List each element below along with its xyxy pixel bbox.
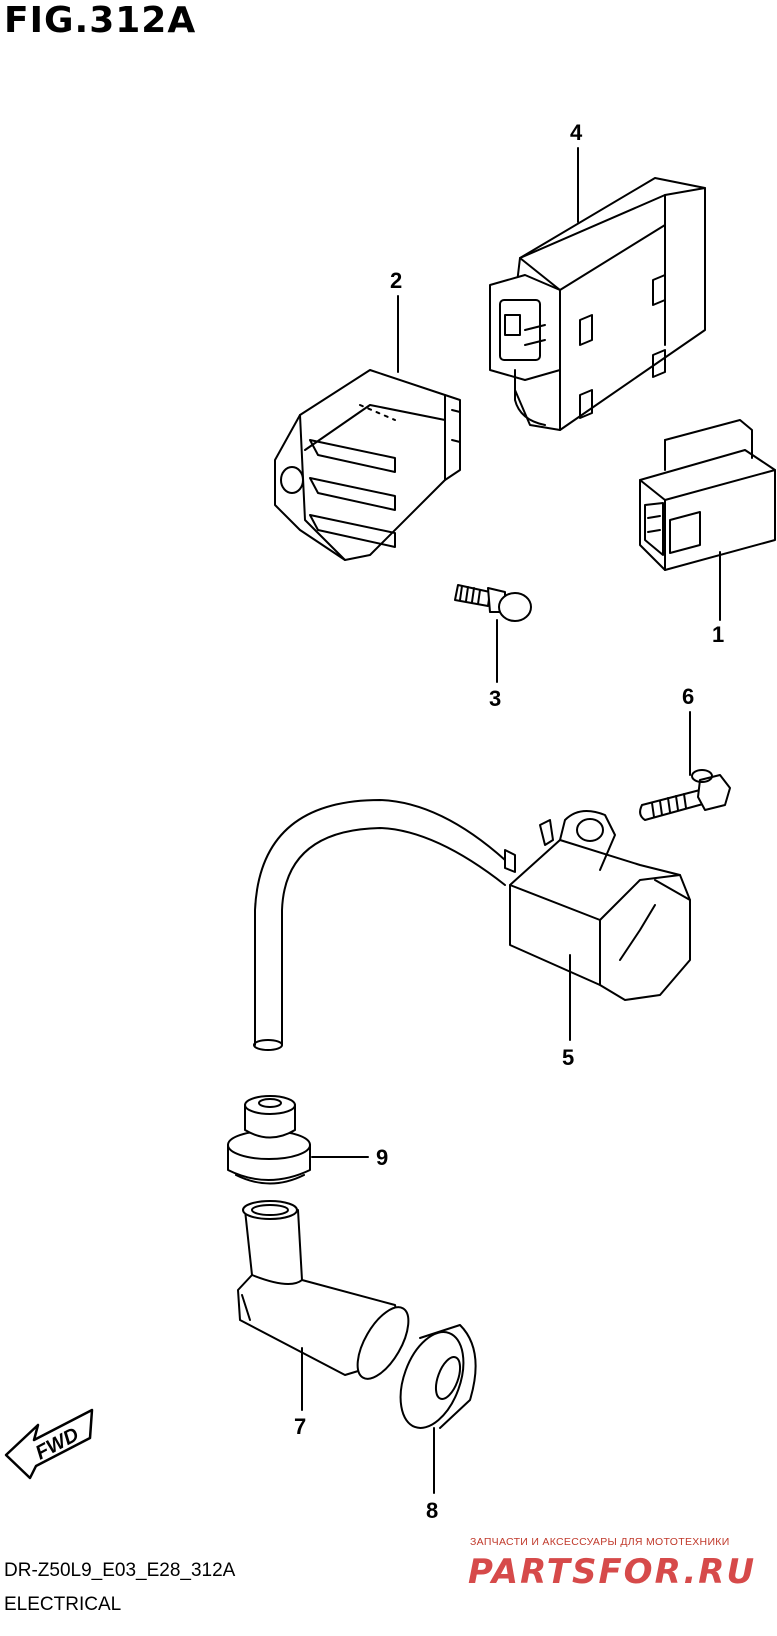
part-1-coupler[interactable] — [639, 419, 776, 571]
callout-2: 2 — [390, 268, 402, 293]
callout-1: 1 — [712, 622, 724, 647]
part-9-grommet[interactable] — [227, 1095, 311, 1185]
section-name: ELECTRICAL — [4, 1594, 122, 1615]
part-2-regulator[interactable] — [274, 369, 461, 561]
part-4-cdi-unit[interactable] — [489, 177, 706, 431]
part-7-plug-cap[interactable] — [237, 1200, 419, 1387]
callout-3: 3 — [489, 686, 501, 711]
part-6-bolt[interactable] — [639, 769, 731, 821]
callout-4: 4 — [570, 120, 583, 145]
figure-title: FIG.312A — [4, 0, 197, 41]
callout-5: 5 — [562, 1045, 574, 1070]
callout-9: 9 — [376, 1145, 388, 1170]
watermark-tagline: ЗАПЧАСТИ И АКСЕССУАРЫ ДЛЯ МОТОТЕХНИКИ — [470, 1536, 730, 1548]
part-5-ignition-coil[interactable] — [253, 799, 691, 1051]
part-3-screw[interactable] — [454, 584, 532, 622]
part-8-seal[interactable] — [389, 1323, 477, 1436]
callout-8: 8 — [426, 1498, 438, 1523]
watermark-brand[interactable]: PARTSFOR.RU — [468, 1552, 757, 1592]
model-code: DR-Z50L9_E03_E28_312A — [4, 1560, 236, 1581]
callout-6: 6 — [682, 684, 694, 709]
fwd-arrow-icon: FWD — [4, 1408, 94, 1480]
callout-7: 7 — [294, 1414, 306, 1439]
